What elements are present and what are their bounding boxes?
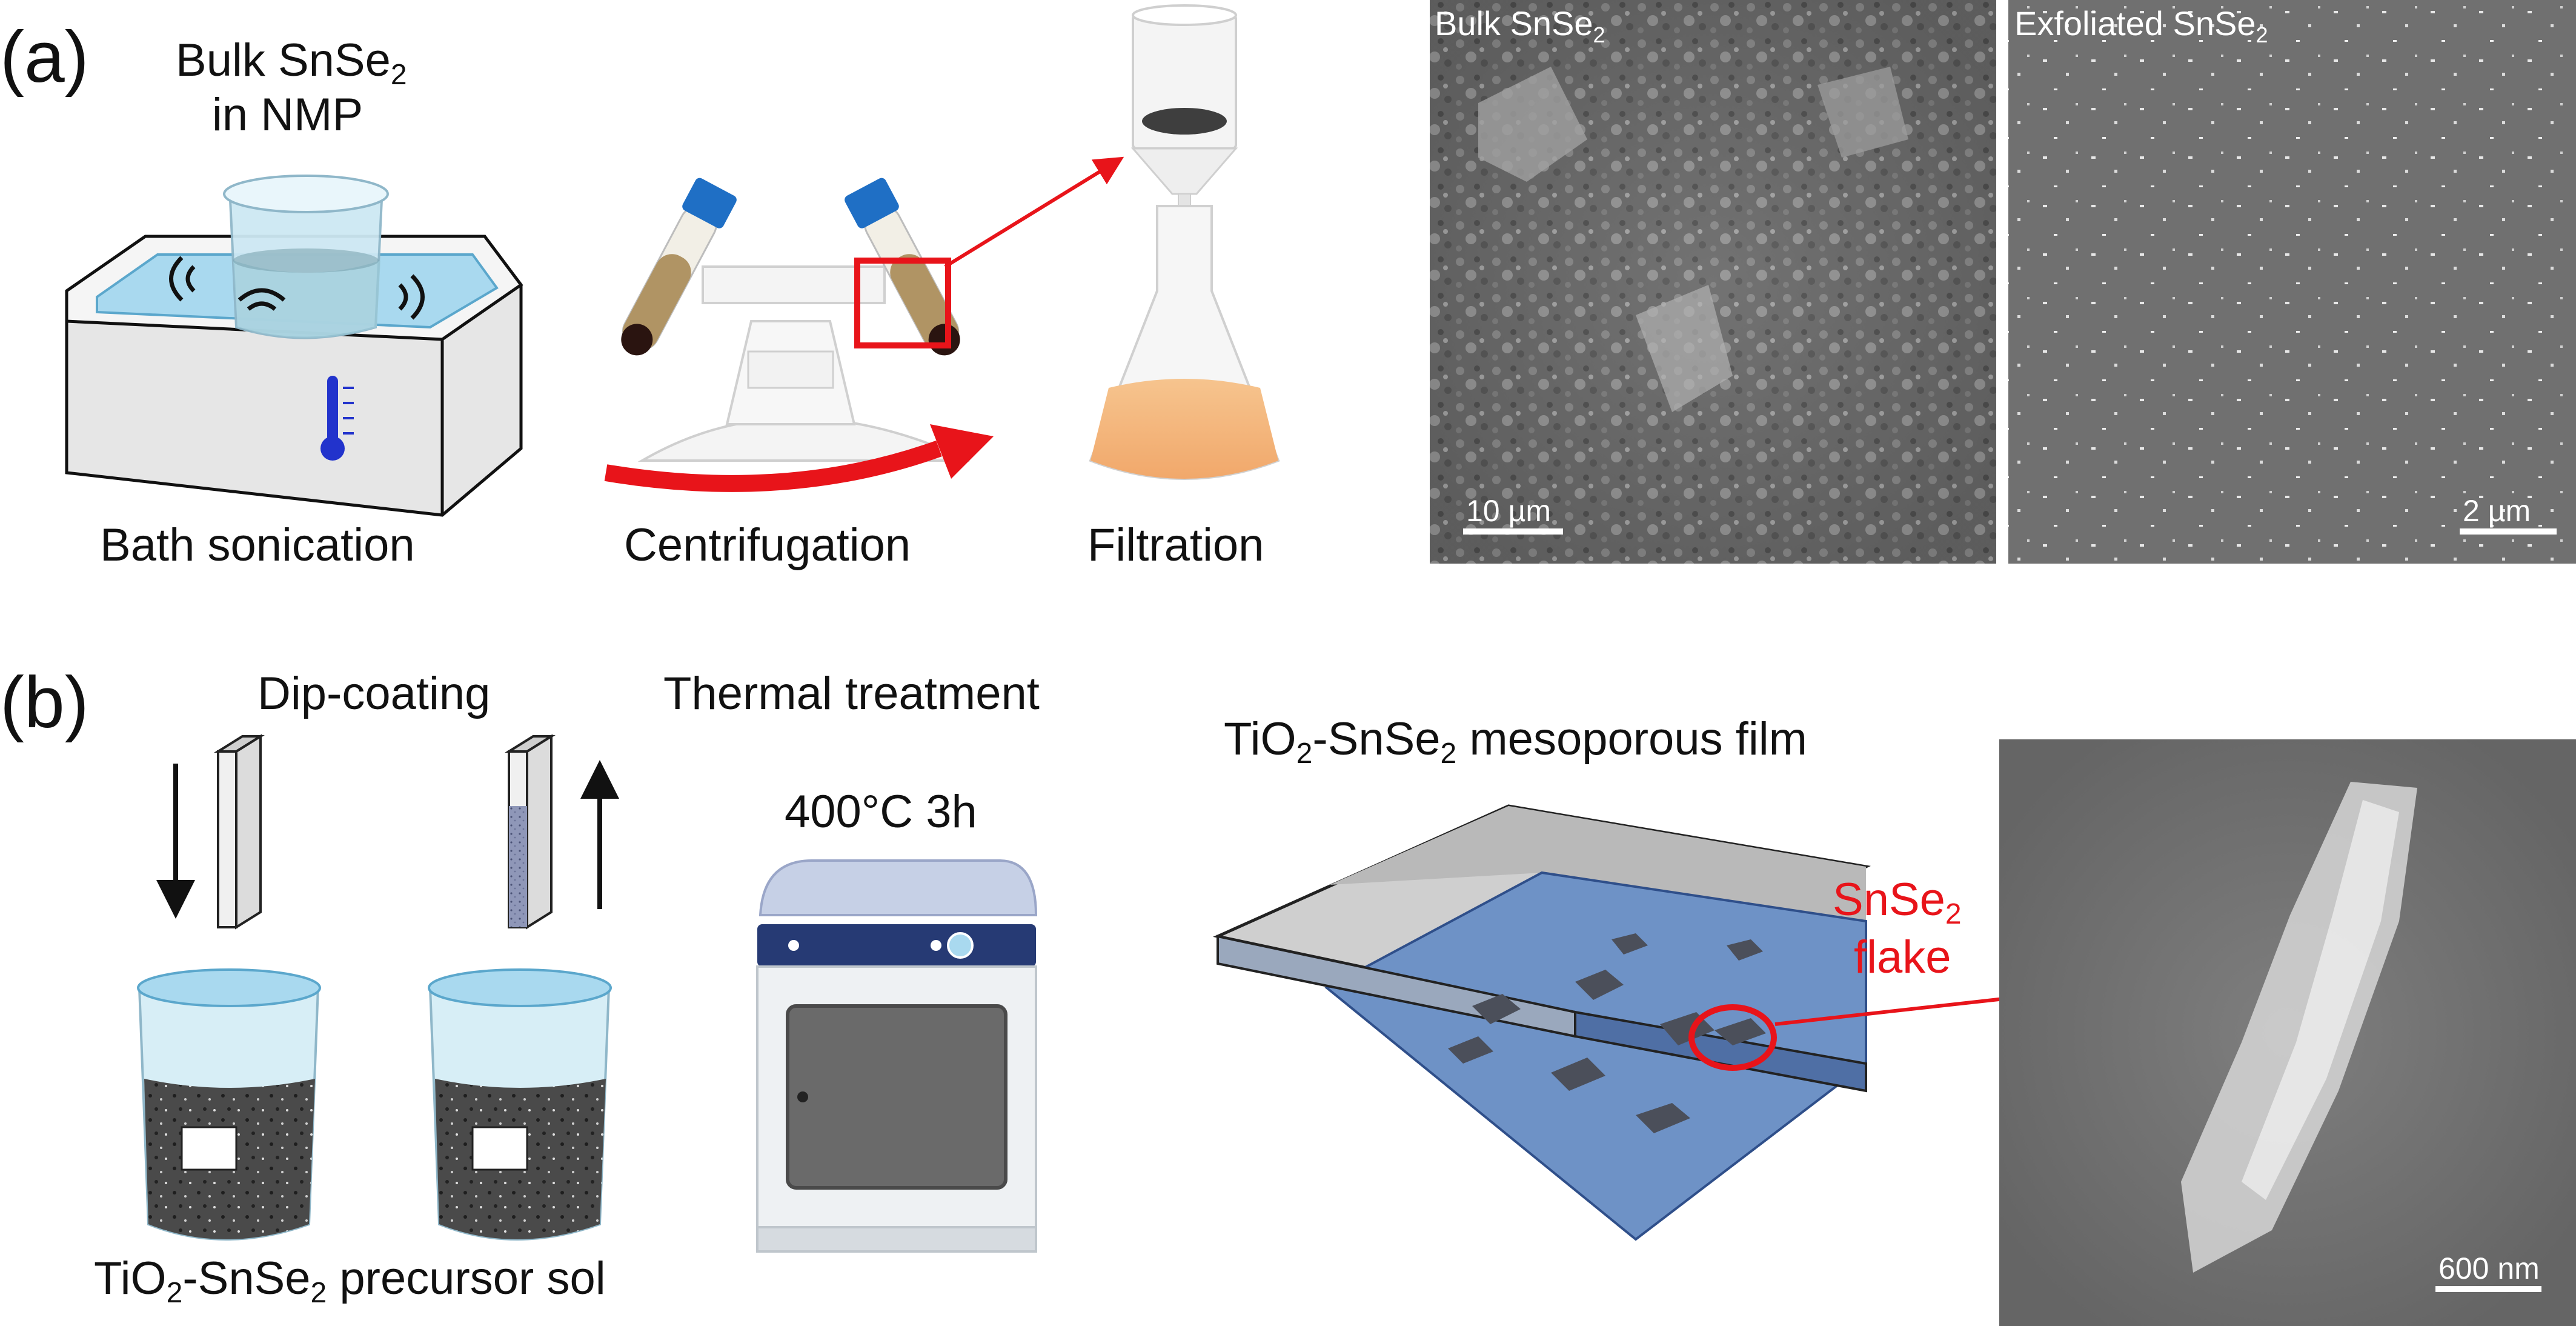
- rotation-arrow: [604, 440, 942, 492]
- sem-bulk-title: Bulk SnSe2: [1435, 4, 1605, 47]
- substrate-slide-coated: [505, 734, 556, 930]
- beaker-precursor-sol-1: [137, 968, 321, 1241]
- step-filtration: Filtration: [1087, 519, 1264, 571]
- flake-label-line2: flake: [1854, 931, 1951, 983]
- in-nmp-label: in NMP: [212, 89, 363, 141]
- bulk-snse2-label: Bulk SnSe2: [176, 35, 407, 91]
- sem-bulk-image: [1430, 0, 1996, 564]
- step-bath-sonication: Bath sonication: [100, 519, 415, 571]
- substrate-slide-clean: [214, 734, 265, 930]
- sem-flake-scale-label: 600 nm: [2438, 1251, 2540, 1285]
- panel-a-label: (a): [0, 16, 89, 98]
- filtration-setup: [1089, 4, 1280, 480]
- thermometer-icon: [320, 376, 354, 461]
- flake-highlight-circle: [1688, 1004, 1777, 1071]
- sem-bulk-scale-label: 10 µm: [1466, 494, 1551, 528]
- panel-b-label: (b): [0, 662, 89, 743]
- dip-coating-label: Dip-coating: [257, 668, 490, 719]
- oven-icon: [756, 859, 1038, 1253]
- sem-exfoliated-scale-bar: [2460, 528, 2557, 535]
- thermal-treatment-label: Thermal treatment: [663, 668, 1040, 719]
- flake-label-line1: SnSe2: [1833, 874, 1962, 930]
- to-filtration-arrow: [944, 156, 1124, 268]
- sem-flake-image: [1999, 739, 2576, 1326]
- precursor-sol-label: TiO2-SnSe2 precursor sol: [94, 1253, 606, 1309]
- ultrasound-wave-icon: [169, 256, 425, 320]
- sediment-highlight-box: [854, 258, 951, 348]
- step-centrifugation: Centrifugation: [624, 519, 911, 571]
- thermal-condition-label: 400°C 3h: [785, 786, 977, 838]
- rotation-arrowhead: [930, 424, 994, 479]
- sem-exfoliated-scale-label: 2 µm: [2463, 494, 2531, 528]
- sem-exfoliated-title: Exfoliated SnSe2: [2014, 4, 2268, 47]
- film-label: TiO2-SnSe2 mesoporous film: [1224, 713, 1807, 770]
- beaker-precursor-sol-2: [428, 968, 612, 1241]
- sem-exfoliated-image: [2008, 0, 2576, 564]
- centrifuge-tube-left: [621, 178, 737, 356]
- sem-bulk-scale-bar: [1463, 528, 1563, 535]
- beaker-in-bath: [223, 175, 389, 339]
- mesoporous-film-slab: [1212, 804, 1871, 1241]
- sem-flake-scale-bar: [2435, 1286, 2541, 1292]
